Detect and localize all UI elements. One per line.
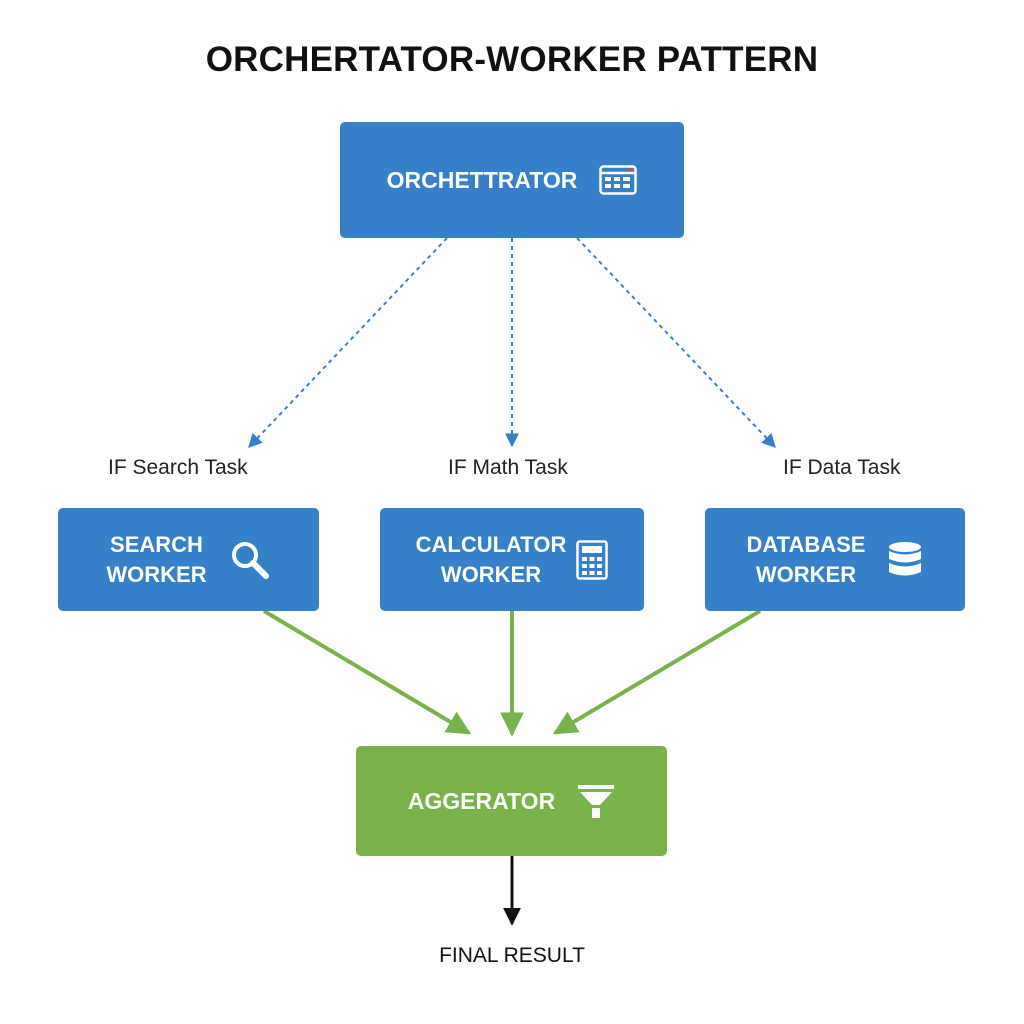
database-worker-box[interactable]: DATABASE WORKER [705,508,965,611]
orchestrator-box[interactable]: ORCHETTRATOR [340,122,684,238]
condition-math-task: IF Math Task [448,456,568,479]
search-worker-label: SEARCH WORKER [106,531,207,587]
magnifier-icon [229,539,271,581]
dashed-arrow-data [576,237,776,449]
calculator-worker-label: CALCULATOR WORKER [415,531,567,587]
final-result-label: FINAL RESULT [439,944,585,967]
aggregator-box[interactable]: AGGERATOR [356,746,667,856]
dashed-arrow-search [248,237,448,449]
dashboard-window-icon [599,165,638,195]
orchestrator-label: ORCHETTRATOR [386,167,578,193]
database-worker-label: DATABASE WORKER [746,531,866,587]
solid-arrow-search [262,609,472,735]
page-title: ORCHERTATOR-WORKER PATTERN [205,40,819,79]
condition-data-task: IF Data Task [783,456,901,479]
aggregator-label: AGGERATOR [407,788,556,814]
funnel-icon [577,782,615,820]
solid-arrow-db [552,609,762,735]
search-worker-box[interactable]: SEARCH WORKER [58,508,319,611]
calculator-icon [576,539,609,580]
database-icon [887,540,923,580]
condition-search-task: IF Search Task [108,456,248,479]
calculator-worker-box[interactable]: CALCULATOR WORKER [380,508,644,611]
